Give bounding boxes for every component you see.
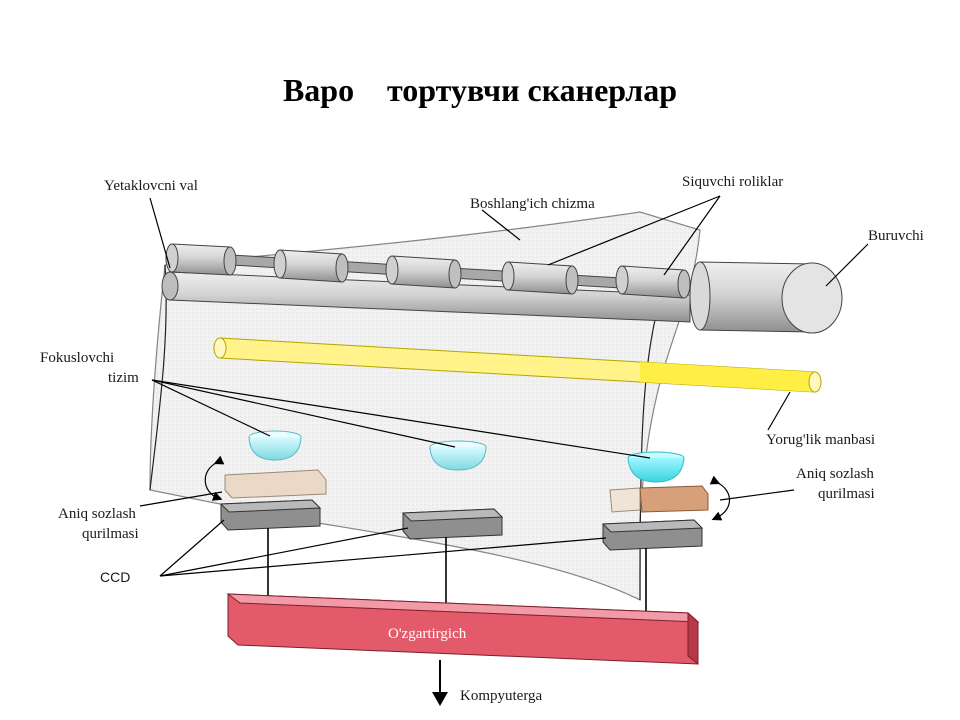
label-focusing-system-2: tizim xyxy=(108,370,139,386)
light-source-tube xyxy=(213,337,822,393)
adjust-block-right xyxy=(609,485,709,513)
pressure-roller xyxy=(615,265,691,299)
signal-wires xyxy=(267,528,647,614)
label-adjust-left-2: qurilmasi xyxy=(82,526,139,542)
rotate-arrow-left xyxy=(204,455,225,501)
label-pointers xyxy=(139,195,869,577)
pressure-roller xyxy=(273,249,349,283)
label-ccd: CCD xyxy=(100,569,130,585)
ccd-block xyxy=(601,519,704,551)
label-light-source: Yorug'lik manbasi xyxy=(766,432,875,448)
label-to-computer: Kompyuterga xyxy=(460,688,543,704)
adjust-block-left xyxy=(224,469,327,499)
label-lead-roller: Yetaklovcni val xyxy=(104,178,198,194)
converter-block xyxy=(226,593,700,666)
winder-cylinder xyxy=(689,261,843,334)
label-converter: O'zgartirgich xyxy=(388,626,467,642)
label-pressure-rollers: Siquvchi roliklar xyxy=(682,174,783,190)
lens xyxy=(627,451,685,483)
output-arrow xyxy=(432,660,448,706)
ccd-block xyxy=(401,508,504,540)
label-winder: Buruvchi xyxy=(868,228,924,244)
label-source-drawing: Boshlang'ich chizma xyxy=(470,196,595,212)
pressure-roller xyxy=(501,261,579,295)
focus-pointer-lines xyxy=(151,379,651,459)
label-adjust-right-1: Aniq sozlash xyxy=(796,466,874,482)
pressure-roller xyxy=(165,243,237,276)
pressure-roller xyxy=(385,255,462,289)
label-adjust-right-2: qurilmasi xyxy=(818,486,875,502)
ccd-block xyxy=(219,499,322,531)
page-title: Варо  тортувчи сканерлар xyxy=(282,72,678,108)
lens xyxy=(248,430,302,461)
label-focusing-system-1: Fokuslovchi xyxy=(40,350,114,366)
rotate-arrow-right xyxy=(709,475,731,521)
label-adjust-left-1: Aniq sozlash xyxy=(58,506,136,522)
